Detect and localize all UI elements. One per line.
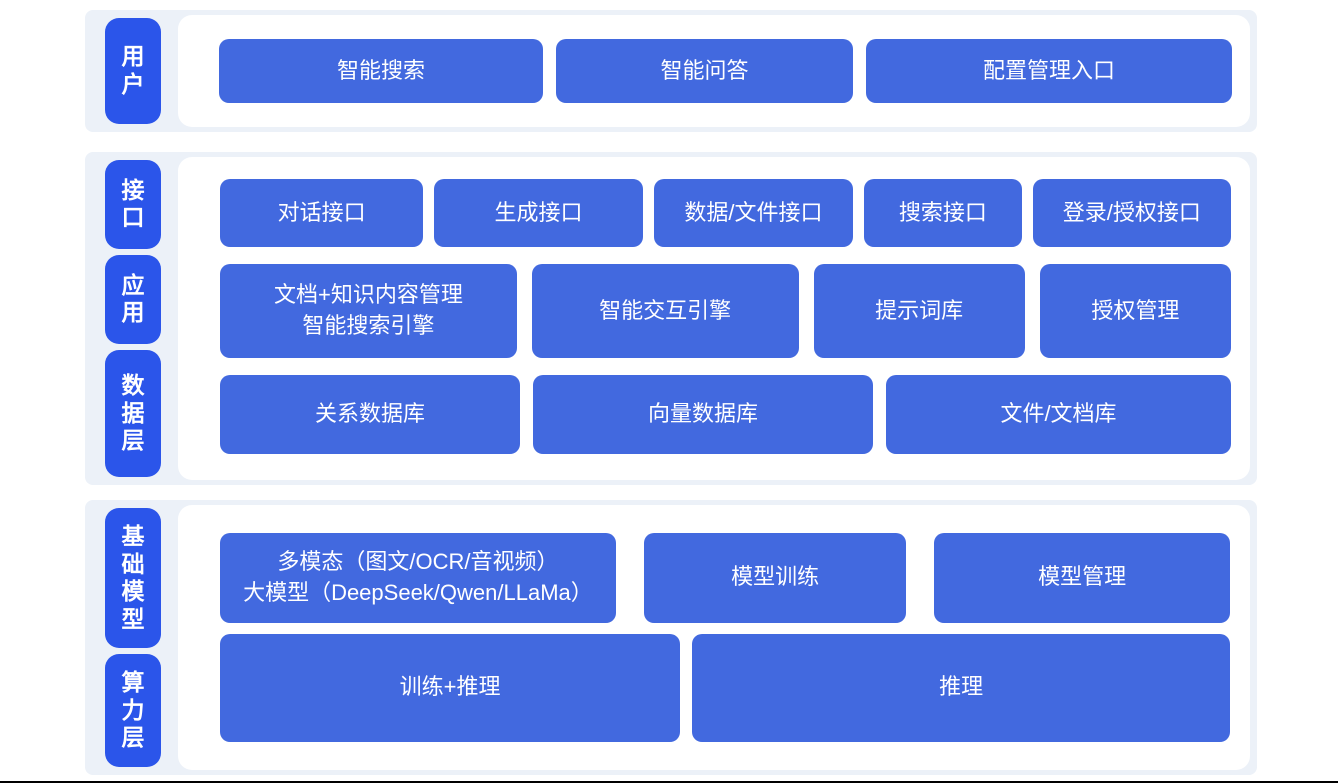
node-generation-api: 生成接口 — [434, 179, 643, 248]
tab-data-layer: 数 据 层 — [105, 349, 161, 477]
user-layer-section: 用 户 智能搜索 智能问答 配置管理入口 — [85, 10, 1257, 132]
application-row: 文档+知识内容管理 智能搜索引擎 智能交互引擎 提示词库 授权管理 — [220, 264, 1231, 359]
user-layer-label-col: 用 户 — [105, 18, 161, 124]
bottom-border-line — [0, 781, 1338, 783]
bottom-layers-label-col: 基 础 模 型 算 力 层 — [105, 508, 161, 767]
user-layer-row: 智能搜索 智能问答 配置管理入口 — [219, 39, 1232, 103]
tab-application-layer: 应 用 — [105, 254, 161, 344]
bottom-layers-panel: 多模态（图文/OCR/音视频） 大模型（DeepSeek/Qwen/LLaMa）… — [178, 505, 1250, 770]
node-data-file-api: 数据/文件接口 — [653, 179, 854, 248]
node-prompt-library: 提示词库 — [813, 264, 1025, 359]
middle-layers-label-col: 接 口 应 用 数 据 层 — [105, 160, 161, 477]
node-search-api: 搜索接口 — [864, 179, 1022, 248]
node-multimodal-llm: 多模态（图文/OCR/音视频） 大模型（DeepSeek/Qwen/LLaMa） — [220, 533, 616, 623]
middle-layers-section: 接 口 应 用 数 据 层 对话接口 生成接口 数据/文件接口 搜索接口 登录/… — [85, 152, 1257, 485]
interface-row: 对话接口 生成接口 数据/文件接口 搜索接口 登录/授权接口 — [220, 179, 1232, 248]
node-vector-db: 向量数据库 — [533, 375, 873, 454]
node-training-inference: 训练+推理 — [220, 633, 681, 742]
node-login-auth-api: 登录/授权接口 — [1032, 179, 1232, 248]
foundation-model-row: 多模态（图文/OCR/音视频） 大模型（DeepSeek/Qwen/LLaMa）… — [220, 533, 1230, 623]
data-row: 关系数据库 向量数据库 文件/文档库 — [220, 375, 1231, 454]
node-doc-knowledge-search-engine: 文档+知识内容管理 智能搜索引擎 — [220, 264, 517, 359]
node-inference: 推理 — [692, 633, 1230, 742]
tab-compute-layer: 算 力 层 — [105, 654, 161, 767]
tab-user-layer: 用 户 — [105, 18, 161, 124]
node-smart-search: 智能搜索 — [219, 39, 543, 103]
compute-row: 训练+推理 推理 — [220, 633, 1230, 742]
user-layer-panel: 智能搜索 智能问答 配置管理入口 — [178, 15, 1250, 127]
node-relational-db: 关系数据库 — [220, 375, 520, 454]
node-config-management-entry: 配置管理入口 — [866, 39, 1232, 103]
node-smart-interaction-engine: 智能交互引擎 — [531, 264, 799, 359]
node-file-doc-store: 文件/文档库 — [886, 375, 1231, 454]
tab-foundation-model-layer: 基 础 模 型 — [105, 508, 161, 649]
node-smart-qa: 智能问答 — [556, 39, 853, 103]
middle-layers-panel: 对话接口 生成接口 数据/文件接口 搜索接口 登录/授权接口 文档+知识内容管理… — [178, 157, 1250, 480]
node-model-training: 模型训练 — [643, 533, 907, 623]
node-model-management: 模型管理 — [934, 533, 1230, 623]
tab-interface-layer: 接 口 — [105, 160, 161, 249]
bottom-layers-section: 基 础 模 型 算 力 层 多模态（图文/OCR/音视频） 大模型（DeepSe… — [85, 500, 1257, 775]
node-dialog-api: 对话接口 — [220, 179, 424, 248]
node-auth-management: 授权管理 — [1039, 264, 1231, 359]
